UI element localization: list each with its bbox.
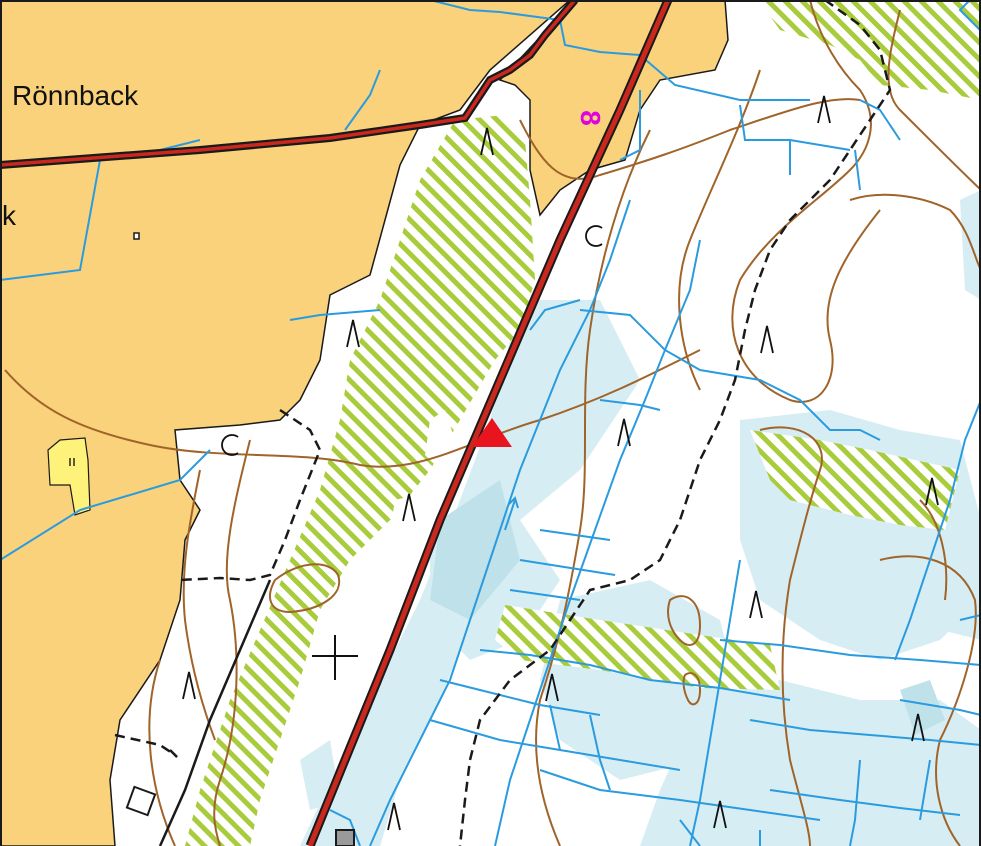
vegetation-symbols [182,95,939,831]
green-hatch-areas [185,2,981,846]
footpaths [114,0,892,846]
flow-arrow [504,496,519,531]
forest-clearings [390,410,455,560]
rough-open-area [47,437,91,516]
control-number-label[interactable]: 8 [575,110,606,126]
boulder-symbols [221,225,603,456]
place-name-label: Rönnback [12,80,139,111]
main-road [305,0,673,846]
track [158,579,272,846]
open-land-areas [0,0,729,846]
start-triangle-icon[interactable] [472,418,512,447]
buildings [125,232,355,846]
special-feature-cross [312,635,358,680]
place-name-partial-label: k [2,200,17,231]
rough-open-marks [69,458,75,466]
marsh-strong-areas [430,480,945,735]
secondary-road [0,0,579,169]
